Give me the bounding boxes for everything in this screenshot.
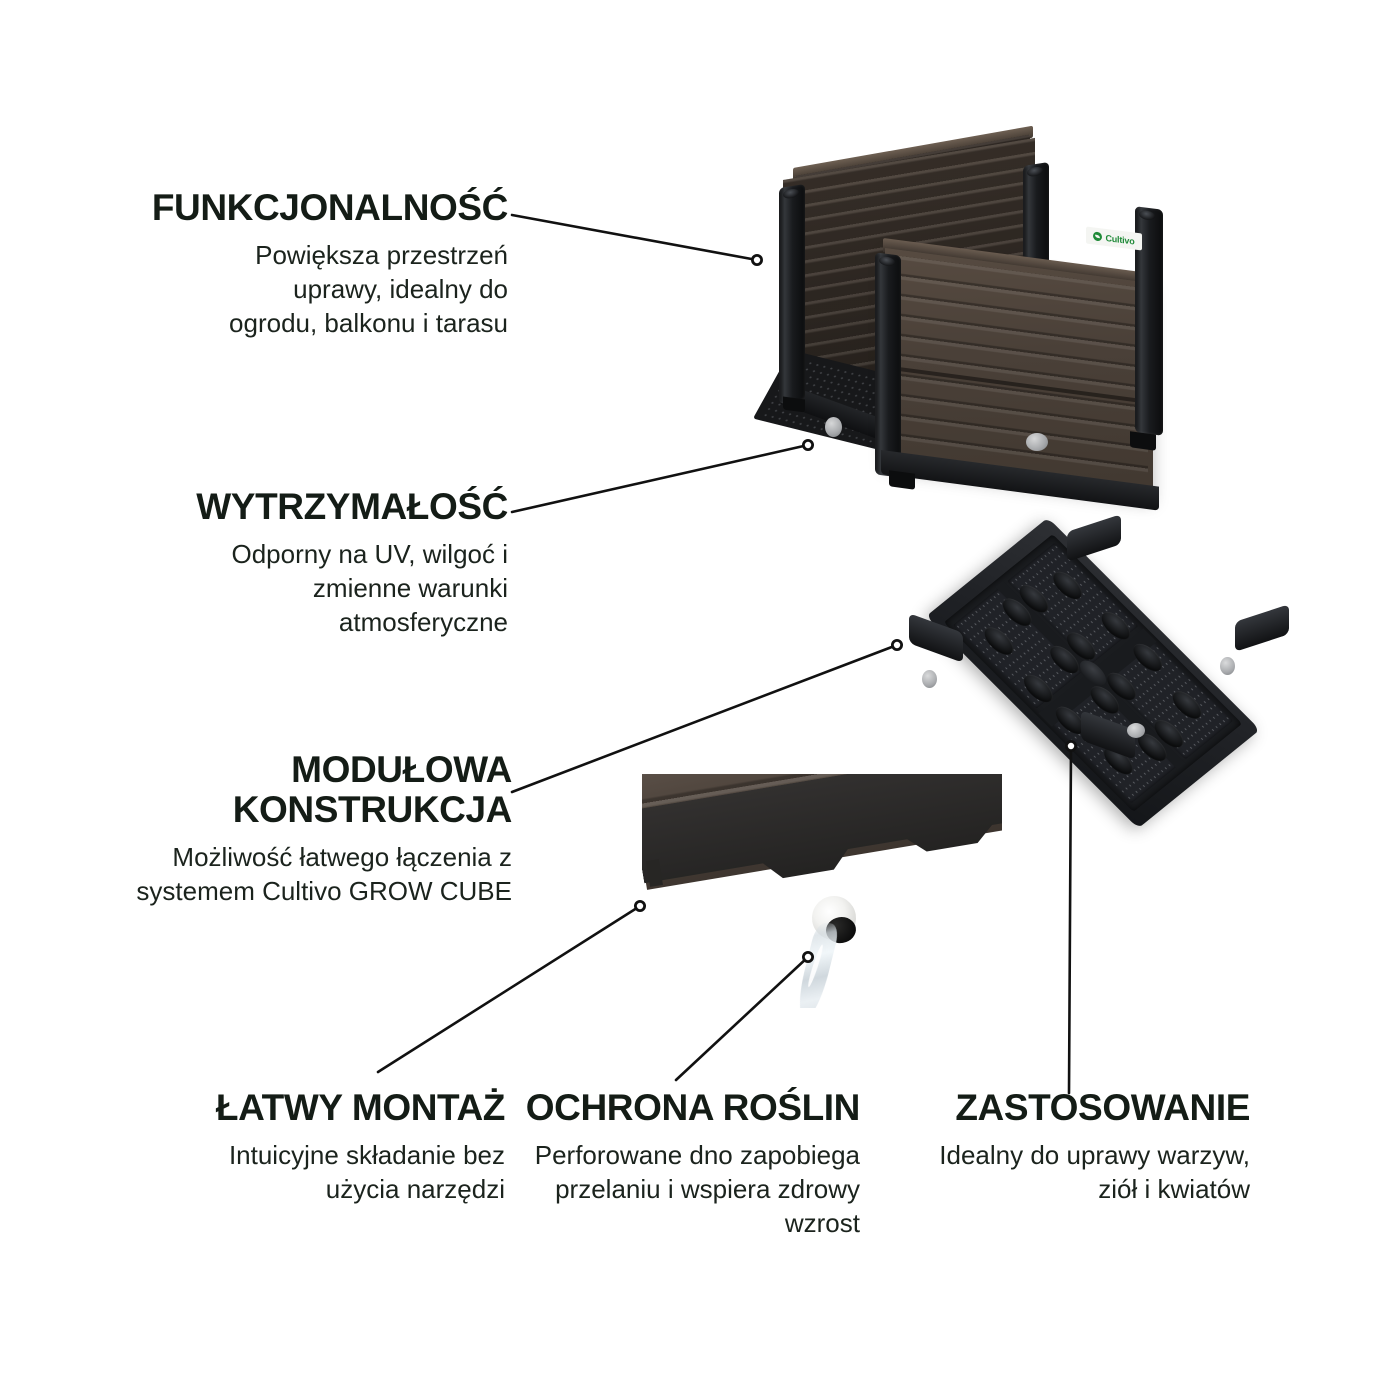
water-stream [793,921,841,1008]
post-cap-icon [1139,209,1155,221]
feature-title-modulowa: MODUŁOWA KONSTRUKCJA [232,749,513,830]
leader-line-modulowa [510,643,899,794]
feature-title-funkcjonalnosc: FUNKCJONALNOŚĆ [151,187,509,228]
post-cap-icon [879,255,895,267]
perforated-base-panel-photo [905,505,1305,829]
feature-block-wytrzymalosc: WYTRZYMAŁOŚĆ Odporny na UV, wilgoć i zmi… [158,487,508,639]
cultivo-wordmark: Cultivo [1105,232,1135,247]
base-panel-inner [943,534,1243,812]
feature-description-wytrzymalosc: Odporny na UV, wilgoć i zmienne warunki … [231,538,508,637]
planter-post-front-left [875,252,901,478]
leader-line-latwy-montaz [376,904,642,1074]
feature-block-zastosowanie: ZASTOSOWANIE Idealny do uprawy warzyw, z… [900,1088,1250,1207]
drain-plug-icon [1127,723,1145,738]
base-panel-corner [1235,604,1289,652]
post-cap-icon [783,187,799,200]
feature-title-zastosowanie: ZASTOSOWANIE [955,1087,1250,1128]
leader-dot-modulowa [891,639,904,652]
feature-description-zastosowanie: Idealny do uprawy warzyw, ziół i kwiatów [939,1139,1250,1204]
drain-plug-icon [922,670,937,688]
feature-title-latwy-montaz: ŁATWY MONTAŻ [215,1087,505,1128]
feature-block-ochrona: OCHRONA ROŚLIN Perforowane dno zapobiega… [510,1087,861,1240]
feature-title-ochrona: OCHRONA ROŚLIN [525,1087,861,1128]
leader-line-wytrzymalosc [510,443,810,514]
leader-line-funkcjonalnosc [510,213,759,262]
planter-foot [783,396,805,413]
drain-plug-icon [825,417,842,437]
feature-description-latwy-montaz: Intuicyjne składanie bez użycia narzędzi [228,1139,505,1204]
feature-description-funkcjonalnosc: Powiększa przestrzeń uprawy, idealny do … [229,239,508,338]
drain-plug-icon [1026,433,1048,451]
raised-garden-bed-photo [752,125,1185,511]
feature-block-latwy-montaz: ŁATWY MONTAŻ Intuicyjne składanie bez uż… [195,1088,505,1207]
planter-post-back-left [779,183,805,405]
planter-foot [1130,431,1156,451]
planter-foot [889,470,915,490]
leader-line-zastosowanie [1067,744,1073,1095]
feature-description-ochrona: Perforowane dno zapobiega przelaniu i ws… [534,1139,860,1238]
feature-title-wytrzymalosc: WYTRZYMAŁOŚĆ [196,486,508,527]
feature-description-modulowa: Możliwość łatwego łączenia z systemem Cu… [136,841,512,906]
feature-block-funkcjonalnosc: FUNKCJONALNOŚĆ Powiększa przestrzeń upra… [140,187,509,340]
leaf-circle-icon [1093,231,1103,242]
base-panel-corner [1067,514,1121,562]
feature-block-modulowa: MODUŁOWA KONSTRUKCJA Możliwość łatwego ł… [120,750,512,909]
drain-plug-icon [1220,657,1235,675]
leader-dot-funkcjonalnosc [751,253,764,266]
post-cap-icon [1027,165,1043,178]
drainage-hole-detail-photo [642,774,1002,1008]
